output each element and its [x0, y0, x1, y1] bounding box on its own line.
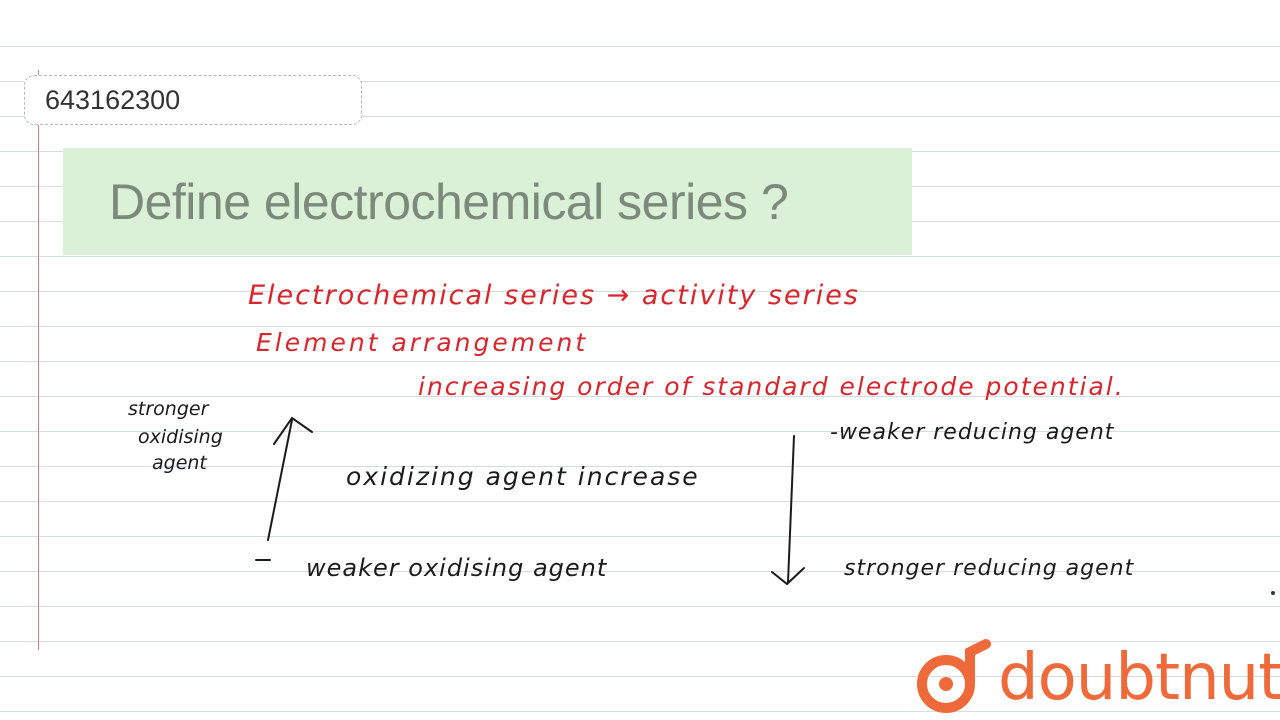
note-line-2: Element arrangement: [256, 328, 589, 357]
note-left-top-1: stronger: [128, 398, 209, 420]
note-middle: oxidizing agent increase: [346, 462, 700, 491]
question-banner: Define electrochemical series ?: [63, 148, 912, 255]
note-left-top-2: oxidising: [138, 426, 223, 448]
note-line-1: Electrochemical series → activity series: [248, 280, 860, 311]
doubtnut-logo: doubtnut: [910, 638, 1280, 718]
note-right-top: -weaker reducing agent: [830, 420, 1115, 445]
doubtnut-logo-icon: [917, 639, 991, 713]
stray-dot: [1271, 591, 1275, 595]
brand-name: doubtnut: [998, 641, 1280, 715]
note-left-top-3: agent: [152, 452, 207, 474]
note-line-3: increasing order of standard electrode p…: [418, 372, 1125, 401]
note-left-bottom: weaker oxidising agent: [306, 554, 608, 582]
question-text: Define electrochemical series ?: [109, 173, 789, 230]
question-id: 643162300: [45, 84, 181, 115]
up-arrow: [255, 416, 313, 561]
question-id-box: 643162300: [24, 75, 362, 125]
down-arrow: [771, 435, 805, 586]
margin-line: [38, 70, 39, 650]
note-right-bottom: stronger reducing agent: [844, 556, 1135, 581]
